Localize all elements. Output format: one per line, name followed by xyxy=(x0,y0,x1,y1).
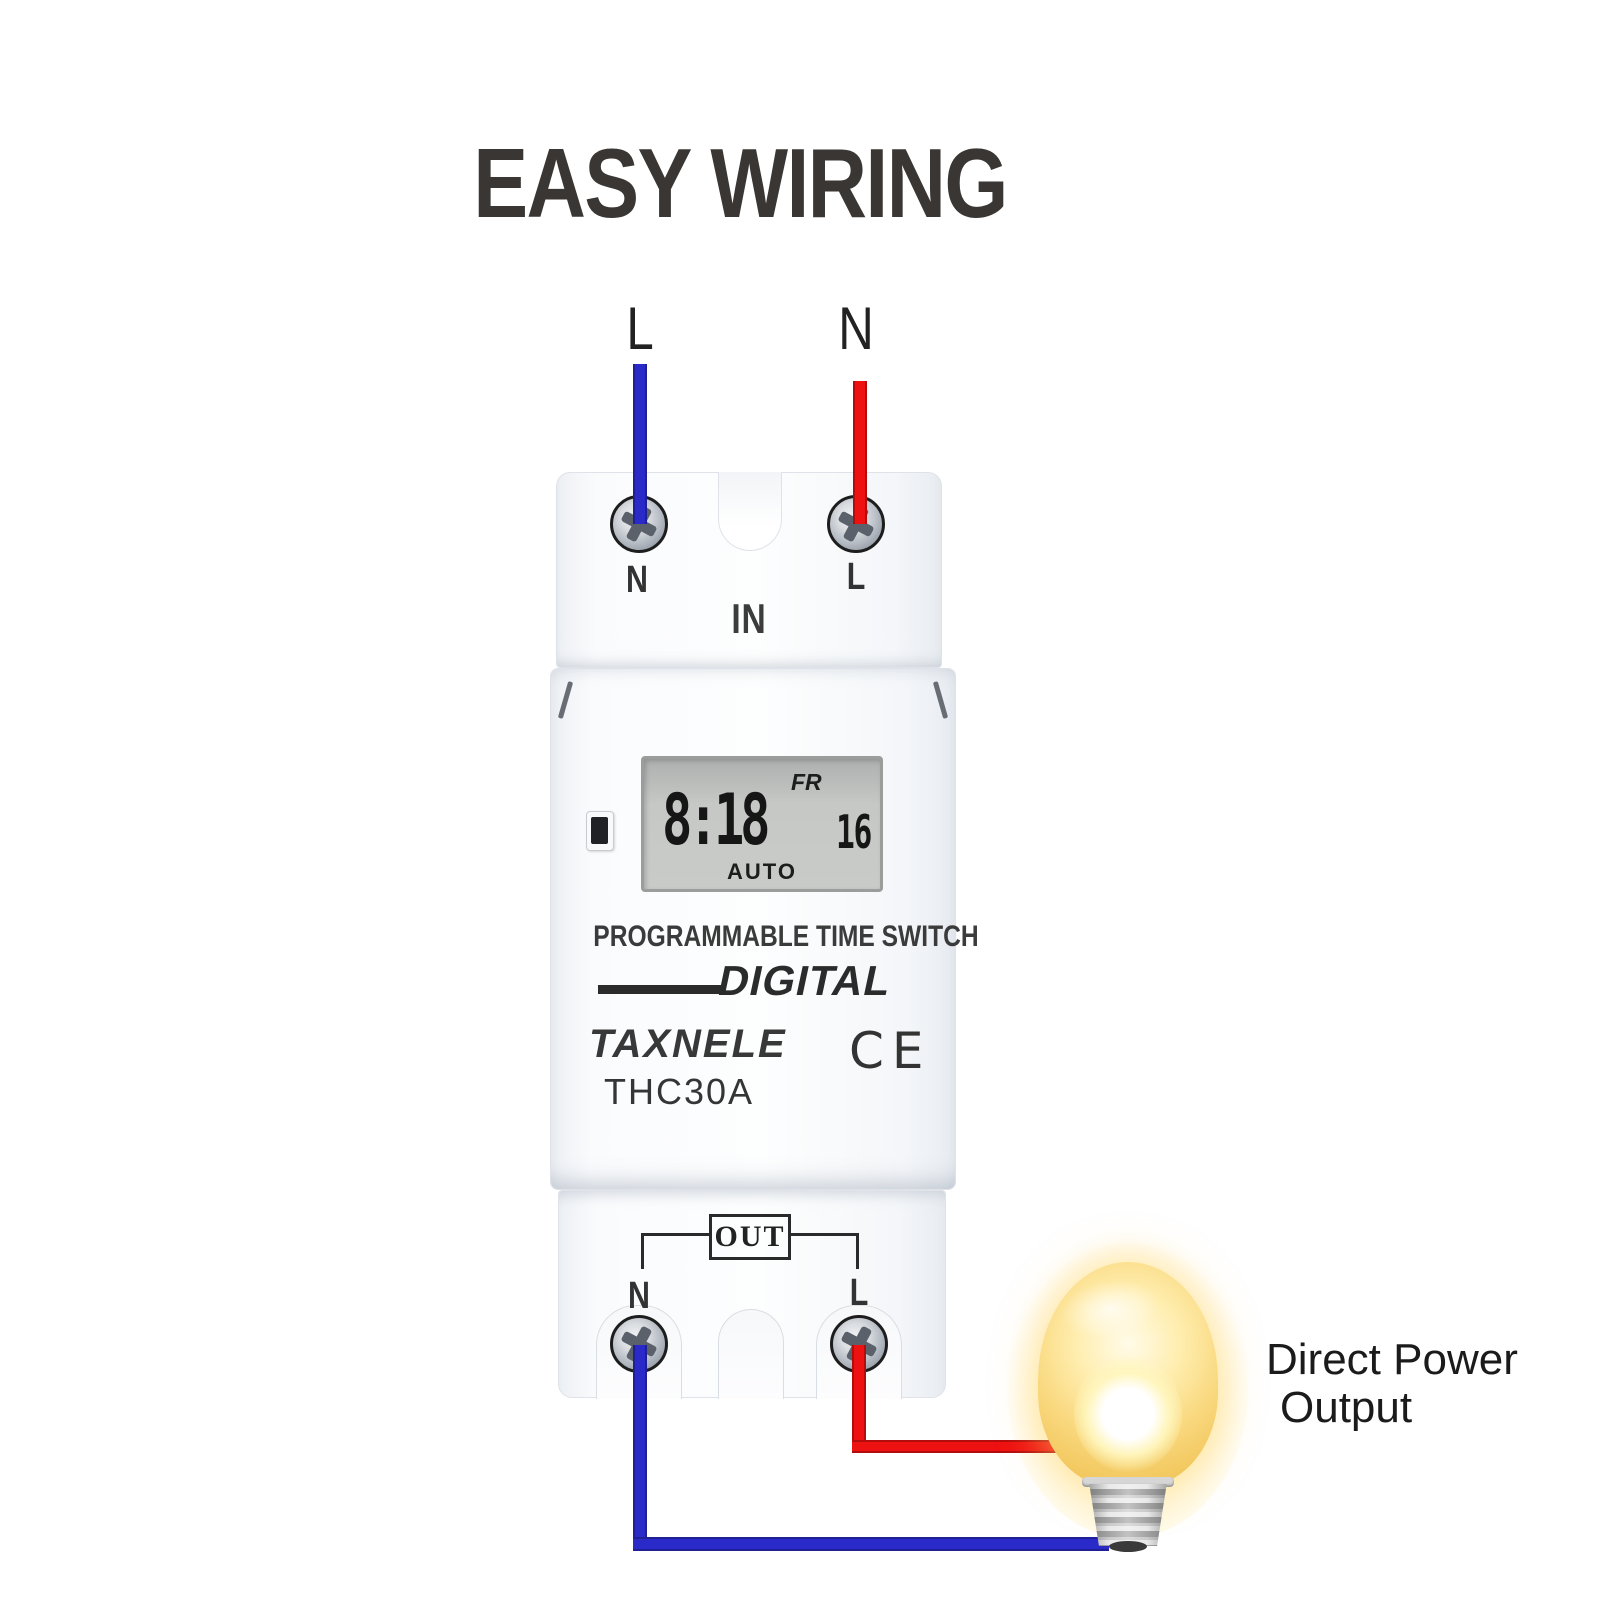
neutral-wire-input xyxy=(633,364,647,524)
product-type-label: PROGRAMMABLE TIME SWITCH xyxy=(593,920,979,953)
bulb-base-collar xyxy=(1082,1477,1174,1487)
neutral-wire-output xyxy=(633,1345,647,1550)
indicator-dark-insert xyxy=(591,817,608,844)
input-terminal-n-label: N xyxy=(626,559,648,601)
input-neutral-label: N xyxy=(838,295,874,362)
input-live-label: L xyxy=(626,295,654,362)
bulb-base-contact xyxy=(1109,1541,1147,1552)
output-caption: Direct Power Output xyxy=(1266,1336,1576,1432)
terminal-recess xyxy=(718,1309,784,1399)
digital-logo-underline xyxy=(598,985,724,994)
page-title: EASY WIRING xyxy=(473,128,1008,238)
out-bracket-line xyxy=(641,1233,644,1269)
neutral-wire-output xyxy=(633,1537,1109,1551)
mounting-notch xyxy=(718,472,782,551)
lcd-seconds: 16 xyxy=(836,805,872,859)
output-caption-line2: Output xyxy=(1280,1383,1413,1432)
brand-logo: TAXNELE xyxy=(589,1022,787,1066)
in-section-label: IN xyxy=(731,595,767,642)
lcd-mode: AUTO xyxy=(727,859,797,884)
out-bracket-line xyxy=(791,1233,859,1236)
live-wire-output xyxy=(852,1440,1082,1453)
live-wire-input xyxy=(853,381,867,524)
output-terminal-n-label: N xyxy=(628,1275,650,1317)
bulb-filament-glow xyxy=(1074,1356,1182,1472)
timer-output-terminal-block: OUT N L xyxy=(558,1190,946,1399)
live-wire-output xyxy=(852,1345,866,1453)
output-caption-line1: Direct Power xyxy=(1266,1335,1518,1384)
lcd-display: FR 8:18 16 AUTO xyxy=(641,756,883,892)
lcd-day-of-week: FR xyxy=(791,769,822,795)
timer-body: FR 8:18 16 AUTO PROGRAMMABLE TIME SWITCH… xyxy=(550,668,979,1190)
din-clip-mark xyxy=(557,681,574,719)
out-bracket-line xyxy=(856,1233,859,1269)
bulb-screw-base xyxy=(1089,1484,1167,1546)
ce-mark: CE xyxy=(849,1022,932,1080)
input-terminal-l-label: L xyxy=(846,556,866,598)
model-number: THC30A xyxy=(604,1071,755,1112)
timer-input-terminal-block: N L IN xyxy=(556,472,942,668)
digital-logo: DIGITAL xyxy=(714,957,896,1004)
indicator-window xyxy=(586,811,614,851)
din-clip-mark xyxy=(932,681,949,719)
out-bracket-line xyxy=(641,1233,709,1236)
out-section-box: OUT xyxy=(709,1214,791,1260)
lcd-time: 8:18 xyxy=(662,779,770,861)
output-terminal-l-label: L xyxy=(849,1272,869,1314)
